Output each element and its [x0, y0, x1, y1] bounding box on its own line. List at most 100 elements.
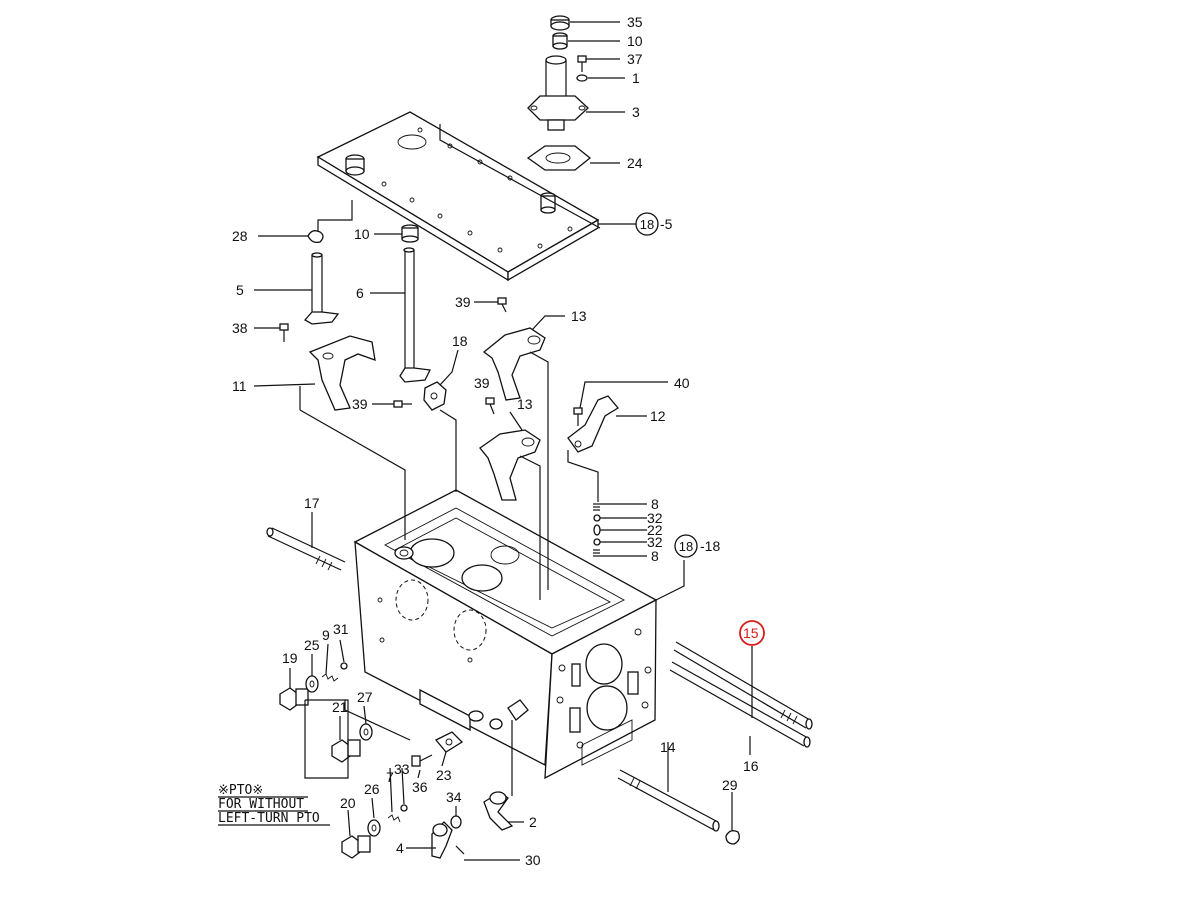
highlight-circle [739, 620, 765, 646]
part-17-rod [266, 527, 346, 571]
part-39-screw-c [485, 397, 495, 415]
part-24-gasket [526, 145, 592, 171]
circled-ref-18-18-text: 18 [679, 539, 693, 554]
part-16-shaft [669, 661, 811, 748]
callout-35: 35 [627, 14, 643, 30]
part-1-washer [576, 74, 588, 82]
circled-ref-18-18[interactable]: 18 [674, 534, 698, 558]
part-13-fork-lower [479, 429, 541, 501]
callout-18-18-suffix: -18 [700, 538, 720, 554]
transmission-case [353, 489, 658, 780]
highlight-ring-15 [739, 620, 765, 646]
callout-40: 40 [674, 375, 690, 391]
circled-ref-18-5[interactable]: 18 [635, 212, 659, 236]
callout-7: 7 [386, 769, 394, 785]
callout-28: 28 [232, 228, 248, 244]
callout-9: 9 [322, 627, 330, 643]
callout-30: 30 [525, 852, 541, 868]
callout-23: 23 [436, 767, 452, 783]
callout-12: 12 [650, 408, 666, 424]
callout-16: 16 [743, 758, 759, 774]
part-13-fork-upper [482, 327, 546, 401]
callout-34: 34 [446, 789, 462, 805]
callout-3: 3 [632, 104, 640, 120]
callout-2: 2 [529, 814, 537, 830]
part-25-washer [305, 675, 319, 693]
callout-8-b: 8 [651, 548, 659, 564]
part-9-spring [321, 673, 339, 682]
pto-bracket-box [304, 699, 349, 779]
part-7-spring [387, 814, 401, 823]
callout-36: 36 [412, 779, 428, 795]
part-19-plug [279, 687, 309, 711]
callout-6: 6 [356, 285, 364, 301]
callout-13-b: 13 [517, 396, 533, 412]
part-38-bolt [279, 323, 289, 342]
circled-ref-18-5-text: 18 [640, 217, 654, 232]
callout-14: 14 [660, 739, 676, 755]
part-36-screw [411, 754, 433, 767]
part-31-ball [340, 662, 348, 670]
note-line-2: FOR WITHOUT [218, 797, 304, 812]
callout-18-5-suffix: -5 [660, 216, 673, 232]
part-35-cap [550, 15, 570, 31]
part-40-bolt [573, 407, 583, 426]
callout-39-b: 39 [352, 396, 368, 412]
callout-4: 4 [396, 840, 404, 856]
callout-25: 25 [304, 637, 320, 653]
part-21-plug [331, 739, 361, 763]
part-20-plug [341, 835, 371, 859]
callout-27: 27 [357, 689, 373, 705]
callout-labels: 35 10 37 1 3 2 4 -5 28 10 5 6 39 13 38 18… [232, 14, 759, 868]
part-2-lever [483, 791, 514, 831]
callout-15-highlighted[interactable]: 15 [743, 625, 759, 641]
callout-32-b: 32 [647, 534, 663, 550]
callout-5: 5 [236, 282, 244, 298]
callout-33: 33 [394, 761, 410, 777]
part-10-bushing-top [552, 32, 568, 50]
part-30-pin [455, 845, 465, 855]
part-26-washer [367, 819, 381, 837]
callout-13-a: 13 [571, 308, 587, 324]
part-11-shift-fork [308, 335, 376, 411]
pto-note: ※PTO※ FOR WITHOUT LEFT-TURN PTO [218, 783, 330, 826]
callout-19: 19 [282, 650, 298, 666]
part-37-bolt [577, 55, 587, 72]
part-3-shaft-holder [527, 55, 589, 131]
callout-39-a: 39 [455, 294, 471, 310]
callout-21: 21 [332, 699, 348, 715]
callout-1: 1 [632, 70, 640, 86]
part-39-screw-a [497, 297, 507, 313]
callout-11: 11 [232, 378, 247, 394]
callout-8-a: 8 [651, 496, 659, 512]
cover-plate [316, 111, 600, 282]
callout-17: 17 [304, 495, 320, 511]
detent-stack [593, 503, 601, 557]
callout-29: 29 [722, 777, 738, 793]
case-linkage-parts [468, 699, 529, 730]
part-28-clip [307, 230, 324, 244]
callout-10-top: 10 [627, 33, 643, 49]
part-29-clip [725, 830, 740, 845]
part-12-lever [567, 395, 619, 453]
callout-10-center: 10 [354, 226, 370, 242]
callout-20: 20 [340, 795, 356, 811]
note-line-3: LEFT-TURN PTO [218, 811, 320, 826]
callout-26: 26 [364, 781, 380, 797]
callout-31: 31 [333, 621, 349, 637]
part-4-lever [431, 821, 453, 859]
leader-lines [253, 21, 753, 861]
part-18-block [423, 381, 447, 411]
part-15-shaft [673, 641, 813, 730]
callout-39-c: 39 [474, 375, 490, 391]
callout-38: 38 [232, 320, 248, 336]
part-5-shift-rod [303, 252, 340, 325]
callout-18: 18 [452, 333, 468, 349]
part-23-bracket [434, 731, 464, 753]
part-39-screw-b [393, 400, 412, 408]
part-10-bushing-center [401, 224, 419, 243]
callout-37: 37 [627, 51, 643, 67]
part-33-ball [400, 804, 408, 812]
